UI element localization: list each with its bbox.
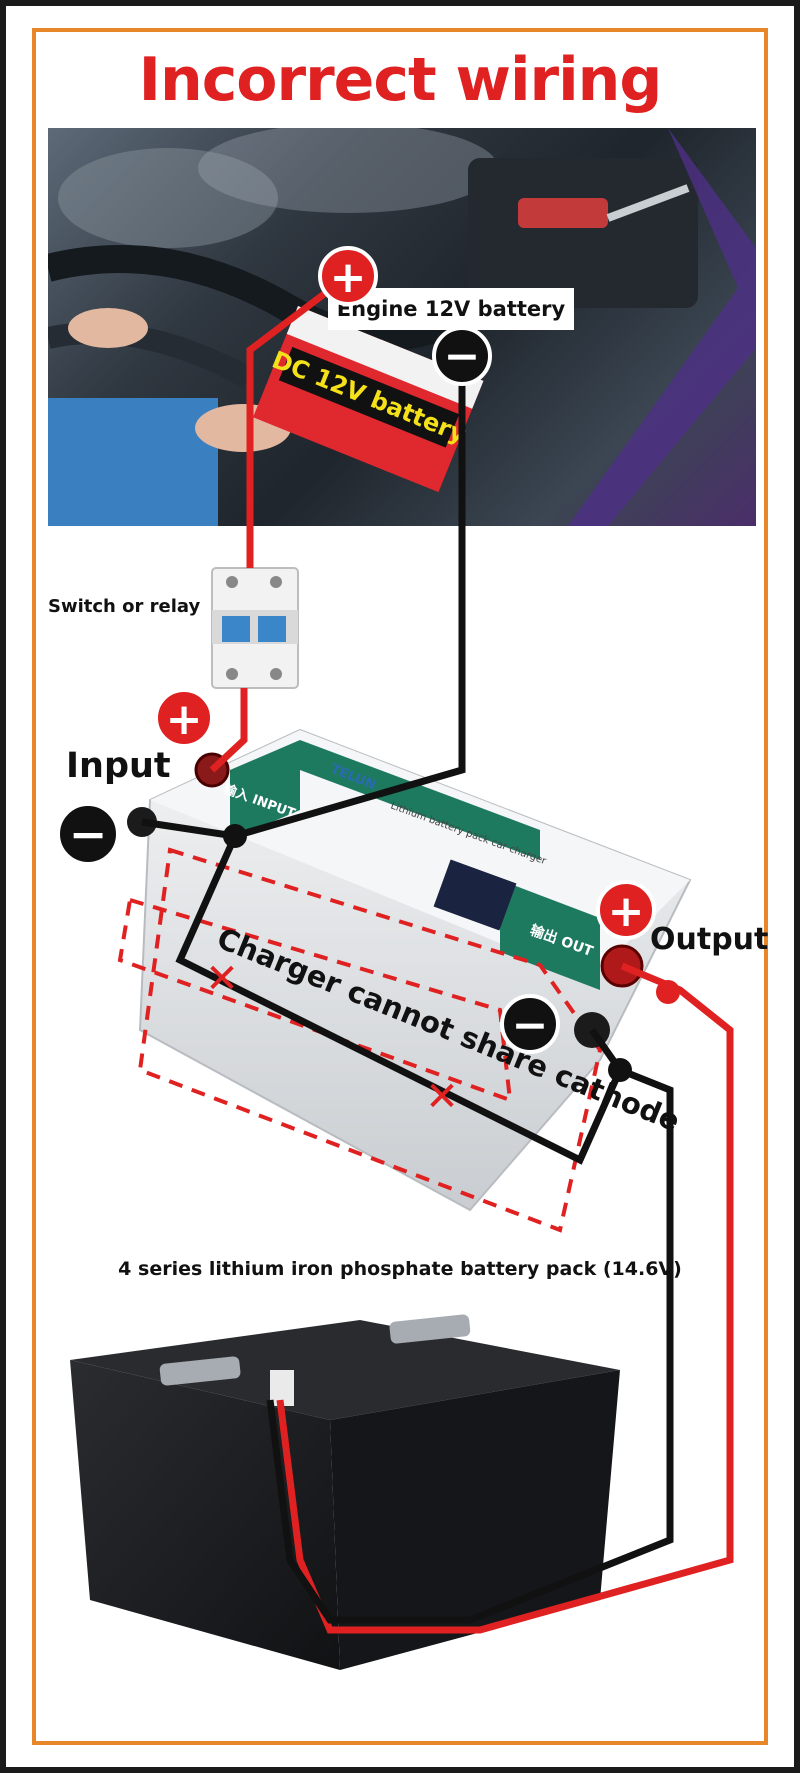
plus-symbol: + xyxy=(608,886,645,937)
plus-symbol: + xyxy=(330,252,367,303)
minus-symbol: − xyxy=(69,807,108,861)
lithium-pack-label: 4 series lithium iron phosphate battery … xyxy=(118,1258,682,1280)
positive-wire-output-to-pack xyxy=(276,962,734,1634)
lithium-battery-pack xyxy=(70,1314,620,1670)
minus-badge-output: − xyxy=(500,994,560,1054)
cross-mark-left: ✕ xyxy=(205,956,239,1002)
mechanic-sleeve xyxy=(48,398,218,526)
junction-dot-input xyxy=(223,824,247,848)
input-panel xyxy=(230,740,300,840)
plus-badge-battery: + xyxy=(318,246,378,306)
page-title: Incorrect wiring xyxy=(138,45,663,115)
switch-label: Switch or relay xyxy=(48,596,201,617)
positive-wire-switch-to-input xyxy=(209,688,248,773)
vehicle-charger: 输入 INPUT 输出 OUT TELUN Lithium battery pa… xyxy=(138,728,692,1212)
output-panel xyxy=(500,880,600,990)
minus-badge-battery: − xyxy=(432,326,492,386)
junction-dot-output xyxy=(608,1058,632,1082)
plus-symbol: + xyxy=(166,694,203,745)
minus-symbol: − xyxy=(512,1000,549,1051)
dashed-warning-box-outer xyxy=(137,847,603,1233)
input-label: Input xyxy=(66,746,171,786)
negative-wire-battery-to-charger xyxy=(234,340,466,840)
plus-badge-output: + xyxy=(596,880,656,940)
negative-wire-output-to-pack xyxy=(266,1066,674,1624)
circuit-breaker xyxy=(211,567,299,689)
output-label: Output xyxy=(650,922,769,957)
minus-symbol: − xyxy=(444,331,481,382)
engine-bay-illustration: DC 12V battery xyxy=(48,128,756,526)
positive-wire-battery-to-switch xyxy=(246,273,351,568)
minus-badge-input: − xyxy=(56,802,120,866)
plus-badge-input: + xyxy=(154,688,214,748)
cross-mark-right: ✕ xyxy=(425,1074,459,1120)
display-screen xyxy=(433,859,517,931)
inner-frame xyxy=(32,28,768,1745)
engine-battery-label: Engine 12V battery xyxy=(328,288,574,330)
engine-bay-photo: DC 12V battery Engine 12V battery xyxy=(48,128,756,526)
junction-dot-positive xyxy=(656,980,680,1004)
